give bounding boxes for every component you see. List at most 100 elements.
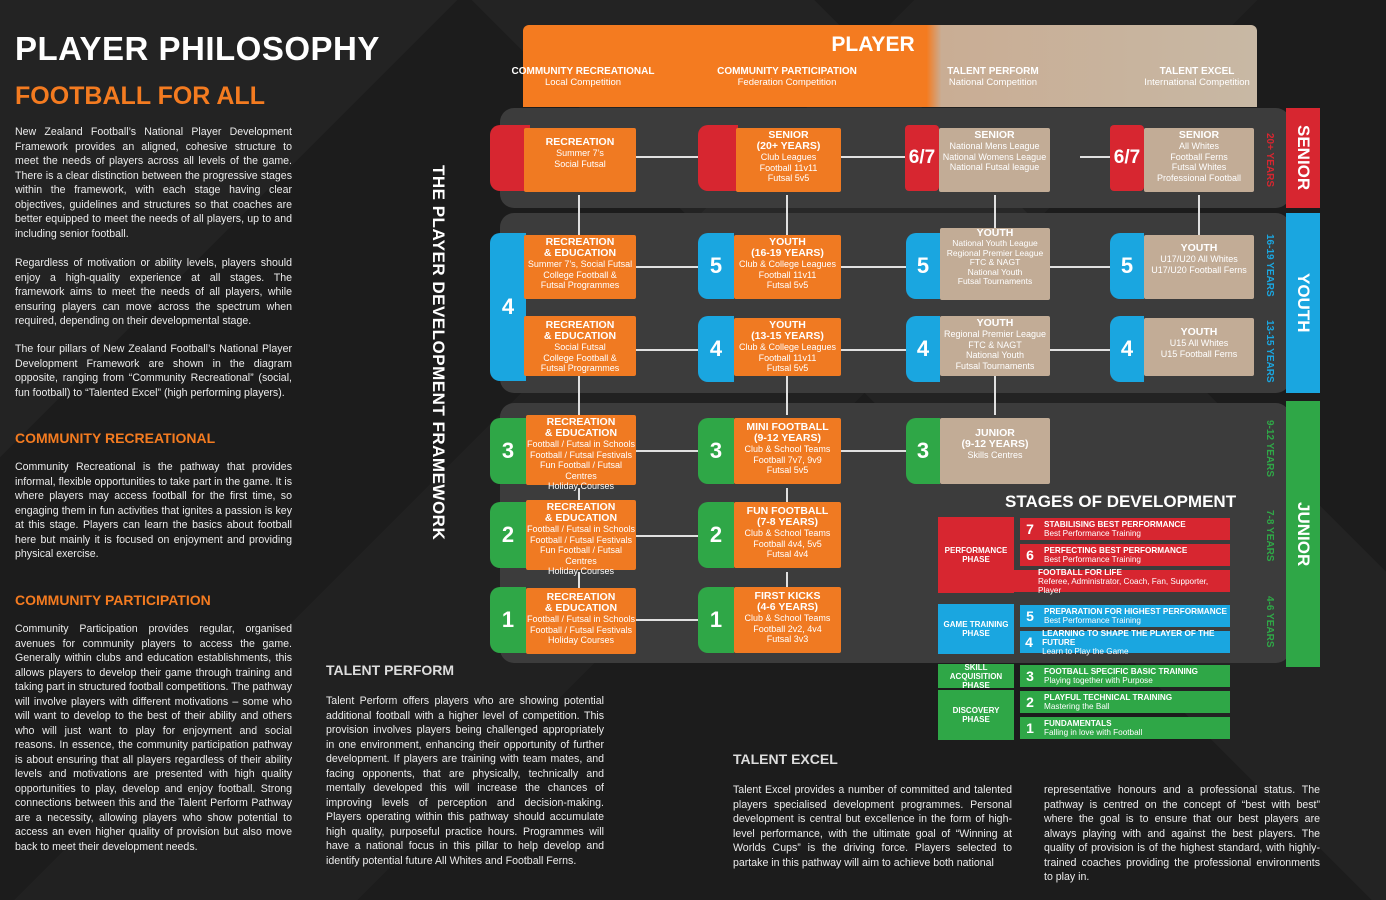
sod-sub: Playing together with Purpose <box>1044 676 1153 685</box>
column-head-talent-perform: TALENT PERFORM National Competition <box>908 66 1078 88</box>
stage-lines: U17/U20 All Whites U17/U20 Football Fern… <box>1151 254 1247 275</box>
player-banner <box>523 25 1257 107</box>
stage-lines: Football / Futsal in Schools Football / … <box>526 524 636 576</box>
connector <box>636 450 698 452</box>
sod-number: 5 <box>1026 608 1034 624</box>
stage-number-3: 3 <box>698 418 734 484</box>
sod-title: LEARNING TO SHAPE THE PLAYER OF THE FUTU… <box>1042 628 1215 647</box>
sod-title: PREPARATION FOR HIGHEST PERFORMANCE <box>1044 607 1228 616</box>
stage-number-4: 4 <box>1110 316 1144 382</box>
intro-paragraph-3: The four pillars of New Zealand Football… <box>15 343 292 399</box>
stage-heading: YOUTH <box>976 227 1014 239</box>
stage-number-6-7: 6/7 <box>905 125 939 191</box>
talent-perform-text: Talent Perform offers players who are sh… <box>326 695 604 867</box>
youth-side-label: YOUTH <box>1286 213 1320 393</box>
stage-heading: RECREATION & EDUCATION <box>544 416 618 439</box>
stage-heading: RECREATION & EDUCATION <box>544 501 618 524</box>
stage-lines: Summer 7’s, Social Futsal College Footba… <box>527 259 633 290</box>
community-recreational-heading: COMMUNITY RECREATIONAL <box>15 430 216 446</box>
sod-number: 6 <box>1026 547 1034 563</box>
stage-heading: FUN FOOTBALL (7-8 YEARS) <box>746 505 829 528</box>
stage-lines: Club & School Teams Football 7v7, 9v9 Fu… <box>744 444 831 475</box>
stage-heading: YOUTH <box>976 317 1014 329</box>
column-head-community-recreational: COMMUNITY RECREATIONAL Local Competition <box>498 66 668 88</box>
connector <box>1050 349 1112 351</box>
column-name: TALENT EXCEL <box>1159 66 1235 77</box>
stage-number-1: 1 <box>698 587 734 653</box>
connector <box>578 375 580 415</box>
column-name: COMMUNITY PARTICIPATION <box>717 66 857 77</box>
stage-box-mini-football: MINI FOOTBALL (9-12 YEARS) Club & School… <box>734 418 841 484</box>
connector <box>786 195 788 237</box>
stage-number-3: 3 <box>906 418 940 484</box>
sod-number: 1 <box>1026 720 1034 736</box>
stage-lines: Club & School Teams Football 2v2, 4v4 Fu… <box>744 613 831 644</box>
player-title: PLAYER <box>831 33 915 56</box>
stage-box-recreation-education: RECREATION & EDUCATION Football / Futsal… <box>526 588 636 654</box>
connector <box>841 266 907 268</box>
sod-title: FOOTBALL FOR LIFE <box>1038 567 1122 577</box>
stage-box-youth-u15: YOUTH U15 All Whites U15 Football Ferns <box>1144 318 1254 376</box>
page-subtitle: FOOTBALL FOR ALL <box>15 82 265 110</box>
stage-number-5: 5 <box>698 233 734 299</box>
stage-box-youth-13-15: YOUTH (13-15 YEARS) Club & College Leagu… <box>734 318 841 376</box>
connector <box>636 535 698 537</box>
stage-number-5: 5 <box>1110 233 1144 299</box>
sod-number: 7 <box>1026 521 1034 537</box>
stage-heading: YOUTH (13-15 YEARS) <box>751 319 824 342</box>
senior-red-tab <box>490 125 530 191</box>
stage-heading: RECREATION & EDUCATION <box>543 319 617 342</box>
connector <box>1080 156 1112 158</box>
stage-number-5: 5 <box>906 233 940 299</box>
sod-title: PLAYFUL TECHNICAL TRAINING <box>1044 693 1173 702</box>
stage-heading: RECREATION <box>545 136 615 148</box>
connector <box>786 375 788 415</box>
stage-heading: RECREATION & EDUCATION <box>543 236 617 259</box>
years-junior-4-6: 4-6 YEARS <box>1264 596 1275 648</box>
connector <box>994 195 996 229</box>
connector <box>578 572 580 590</box>
column-sub: International Competition <box>1144 77 1250 88</box>
stage-box-fun-football: FUN FOOTBALL (7-8 YEARS) Club & School T… <box>734 502 841 568</box>
stage-heading: JUNIOR (9-12 YEARS) <box>961 427 1029 450</box>
stage-heading: SENIOR (20+ YEARS) <box>756 129 821 152</box>
stage-lines: Football / Futsal in Schools Football / … <box>526 614 636 645</box>
intro-paragraph-1: New Zealand Football’s National Player D… <box>15 126 292 240</box>
talent-excel-heading: TALENT EXCEL <box>733 751 838 767</box>
stage-box-first-kicks: FIRST KICKS (4-6 YEARS) Club & School Te… <box>734 587 841 653</box>
framework-vertical-label: THE PLAYER DEVELOPMENT FRAMEWORK <box>429 165 448 541</box>
connector <box>578 195 580 237</box>
game-training-phase-label: GAME TRAINING PHASE <box>938 604 1014 654</box>
connector <box>841 349 907 351</box>
connector <box>636 349 698 351</box>
talent-perform-heading: TALENT PERFORM <box>326 662 455 678</box>
connector <box>841 450 907 452</box>
column-head-community-participation: COMMUNITY PARTICIPATION Federation Compe… <box>702 66 872 88</box>
skill-acquisition-phase-label: SKILL ACQUISITION PHASE <box>938 663 1014 690</box>
column-name: COMMUNITY RECREATIONAL <box>511 66 655 77</box>
community-participation-heading: COMMUNITY PARTICIPATION <box>15 592 211 608</box>
intro-paragraph-2: Regardless of motivation or ability leve… <box>15 257 292 327</box>
stage-heading: SENIOR <box>1178 129 1220 141</box>
discovery-phase-label: DISCOVERY PHASE <box>938 690 1014 740</box>
stage-box-junior-skills: JUNIOR (9-12 YEARS) Skills Centres <box>940 418 1050 484</box>
column-name: TALENT PERFORM <box>947 66 1039 77</box>
sod-sub: Falling in love with Football <box>1044 728 1143 737</box>
connector <box>994 375 996 415</box>
stage-number-6-7: 6/7 <box>1110 125 1144 191</box>
sod-sub: Best Performance Training <box>1044 555 1141 564</box>
stage-box-senior-20plus: SENIOR (20+ YEARS) Club Leagues Football… <box>736 128 841 192</box>
stage-heading: YOUTH <box>1180 242 1218 254</box>
senior-side-label: SENIOR <box>1286 108 1320 208</box>
sod-title: FOOTBALL SPECIFIC BASIC TRAINING <box>1044 667 1199 676</box>
stage-number-4: 4 <box>906 316 940 382</box>
stage-box-youth-u17-u20: YOUTH U17/U20 All Whites U17/U20 Footbal… <box>1144 235 1254 299</box>
stage-heading: SENIOR <box>974 129 1015 141</box>
stage-heading: YOUTH (16-19 YEARS) <box>751 236 824 259</box>
stage-lines: National Mens League National Womens Lea… <box>942 141 1047 172</box>
stage-box-recreation-education: RECREATION & EDUCATION Social Futsal Col… <box>524 316 636 376</box>
